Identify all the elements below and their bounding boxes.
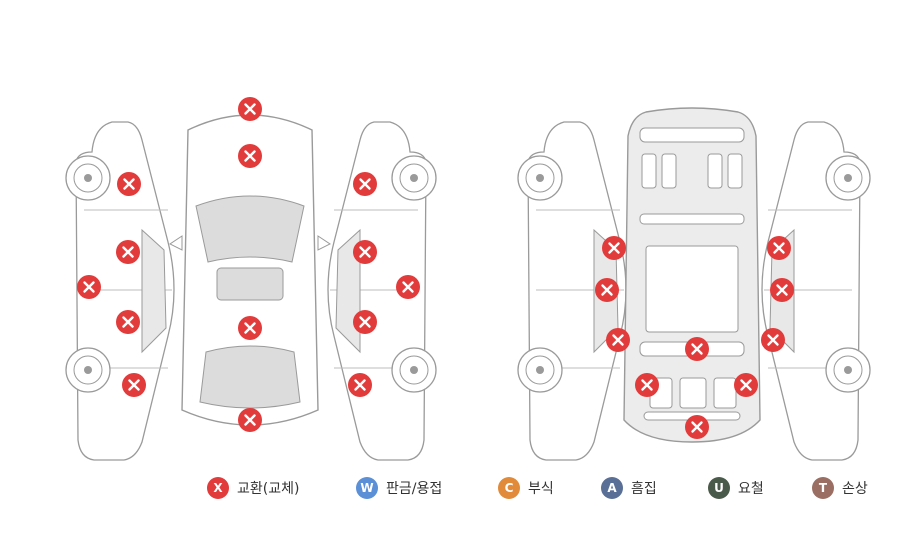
top-view: [169, 114, 331, 426]
marker-right-side-sill[interactable]: [394, 273, 422, 301]
marker-right-front-fender[interactable]: [351, 170, 379, 198]
legend-item-dent: U 요철: [708, 477, 764, 499]
marker-roof[interactable]: [236, 314, 264, 342]
marker-right-front-door[interactable]: [351, 238, 379, 266]
marker-trunk[interactable]: [236, 406, 264, 434]
legend-item-scratch: A 흠집: [601, 477, 657, 499]
legend-label-corrosion: 부식: [528, 481, 554, 497]
right-side-view: [327, 121, 437, 461]
legend: X 교환(교체) W 판금/용접 C 부식 A 흠집 U 요철 T 손상: [0, 477, 900, 507]
marker-right-rear-quarter[interactable]: [346, 371, 374, 399]
marker-left-front-door[interactable]: [114, 238, 142, 266]
legend-item-damage: T 손상: [812, 477, 868, 499]
marker-right-a-pillar[interactable]: [765, 234, 793, 262]
marker-rear-bumper[interactable]: [75, 273, 103, 301]
marker-left-rear-quarter[interactable]: [120, 371, 148, 399]
marker-left-b-pillar[interactable]: [593, 276, 621, 304]
marker-right-b-pillar[interactable]: [768, 276, 796, 304]
legend-label-scratch: 흠집: [631, 481, 657, 497]
marker-right-rear-door[interactable]: [351, 308, 379, 336]
legend-item-replace: X 교환(교체): [207, 477, 299, 499]
legend-label-damage: 손상: [842, 481, 868, 497]
legend-label-dent: 요철: [738, 481, 764, 497]
legend-item-sheet-weld: W 판금/용접: [356, 477, 442, 499]
marker-rear-end[interactable]: [683, 413, 711, 441]
legend-label-replace: 교환(교체): [237, 481, 300, 497]
marker-left-a-pillar[interactable]: [600, 234, 628, 262]
dent-icon: U: [708, 477, 730, 499]
scratch-icon: A: [601, 477, 623, 499]
sheet-weld-icon: W: [356, 477, 378, 499]
marker-left-c-pillar[interactable]: [604, 326, 632, 354]
marker-left-front-fender[interactable]: [115, 170, 143, 198]
marker-left-rear-floor[interactable]: [633, 371, 661, 399]
damage-icon: T: [812, 477, 834, 499]
marker-right-rear-floor[interactable]: [732, 371, 760, 399]
marker-rear-panel[interactable]: [683, 335, 711, 363]
legend-label-sheet-weld: 판금/용접: [386, 481, 443, 497]
car-inspection-diagram: [65, 95, 871, 461]
replace-icon: X: [207, 477, 229, 499]
marker-hood[interactable]: [236, 142, 264, 170]
marker-front-bumper[interactable]: [236, 95, 264, 123]
marker-right-c-pillar[interactable]: [759, 326, 787, 354]
marker-left-rear-door[interactable]: [114, 308, 142, 336]
legend-item-corrosion: C 부식: [498, 477, 554, 499]
corrosion-icon: C: [498, 477, 520, 499]
